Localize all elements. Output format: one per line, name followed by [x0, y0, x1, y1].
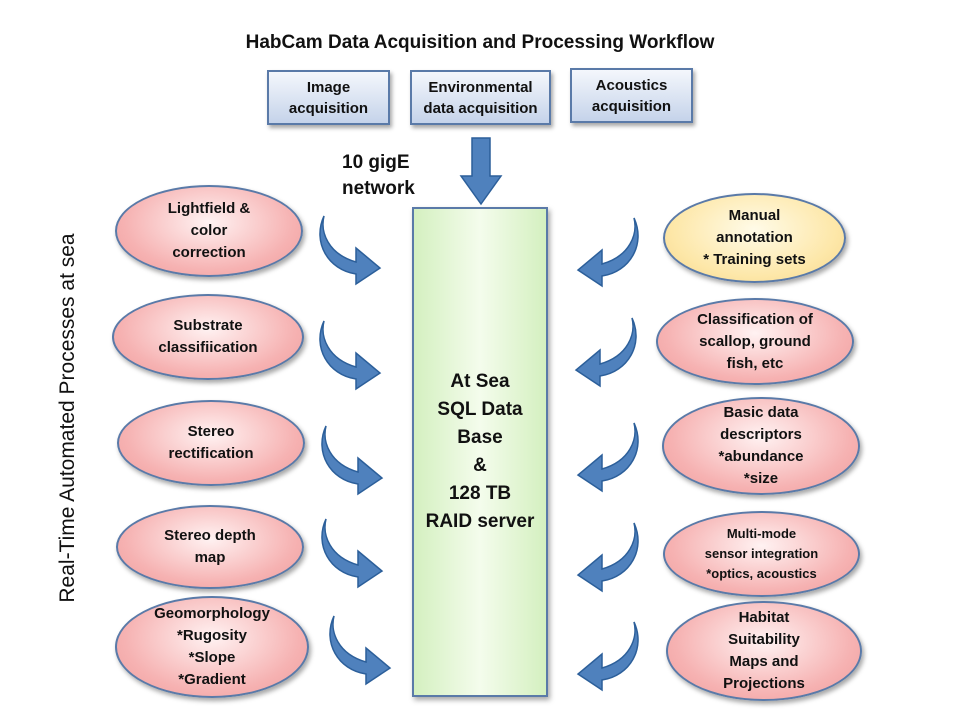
side-label: Real-Time Automated Processes at sea — [56, 233, 79, 603]
curved-arrow-left-icon — [572, 310, 638, 388]
database-line: Base — [457, 427, 503, 448]
oval-line: *abundance — [718, 448, 804, 465]
left-process-oval: Stereo depth map — [116, 505, 304, 589]
image-acquisition-line2: acquisition — [288, 99, 369, 117]
oval-line: Stereo — [187, 423, 235, 440]
oval-line: Stereo depth — [164, 527, 256, 544]
acoustics-acquisition-box: Acoustics acquisition — [570, 68, 693, 123]
oval-line: classifiication — [158, 339, 258, 356]
oval-line: Maps and — [729, 653, 799, 670]
oval-line: *Slope — [188, 649, 236, 666]
central-database: At Sea SQL Data Base & 128 TB RAID serve… — [412, 207, 548, 697]
network-label: 10 gigE network — [342, 150, 415, 202]
network-label-line1: 10 gigE — [342, 152, 410, 173]
network-label-line2: network — [342, 178, 415, 199]
database-line: & — [473, 455, 487, 476]
environmental-acquisition-line2: data acquisition — [423, 99, 538, 117]
oval-line: Suitability — [728, 631, 800, 648]
oval-line: map — [194, 549, 226, 566]
right-process-oval: Basic data descriptors *abundance *size — [662, 397, 860, 495]
curved-arrow-left-icon — [574, 210, 640, 288]
diagram-title: HabCam Data Acquisition and Processing W… — [245, 32, 715, 53]
curved-arrow-right-icon — [320, 418, 386, 496]
oval-line: Habitat — [738, 609, 790, 626]
oval-line: Projections — [723, 675, 805, 692]
curved-arrow-left-icon — [574, 614, 640, 692]
oval-line: Basic data — [723, 404, 799, 421]
curved-arrow-left-icon — [574, 415, 640, 493]
curved-arrow-right-icon — [328, 608, 394, 686]
down-arrow-icon — [459, 137, 503, 206]
database-line: RAID server — [425, 511, 535, 532]
oval-line: color — [190, 222, 228, 239]
right-process-oval: Classification of scallop, ground fish, … — [656, 298, 854, 385]
image-acquisition-line1: Image — [306, 78, 351, 96]
database-line: 128 TB — [448, 483, 512, 504]
environmental-acquisition-line1: Environmental — [428, 78, 533, 96]
acoustics-acquisition-line1: Acoustics — [595, 76, 668, 94]
oval-line: descriptors — [720, 426, 802, 443]
left-process-oval: Geomorphology *Rugosity *Slope *Gradient — [115, 596, 309, 698]
database-line: At Sea — [450, 371, 510, 392]
oval-line: Multi-mode — [726, 526, 797, 541]
database-line: SQL Data — [437, 399, 523, 420]
oval-line: Manual — [728, 207, 781, 224]
oval-line: scallop, ground — [699, 332, 811, 350]
curved-arrow-right-icon — [318, 208, 384, 286]
right-process-oval: Habitat Suitability Maps and Projections — [666, 601, 862, 701]
curved-arrow-right-icon — [320, 511, 386, 589]
environmental-acquisition-box: Environmental data acquisition — [410, 70, 551, 125]
oval-line: *optics, acoustics — [706, 566, 817, 581]
left-process-oval: Stereo rectification — [117, 400, 305, 486]
oval-line: Lightfield & — [167, 200, 251, 217]
left-process-oval: Lightfield & color correction — [115, 185, 303, 277]
oval-line: *Rugosity — [176, 627, 247, 644]
acoustics-acquisition-line2: acquisition — [591, 97, 672, 115]
oval-line: fish, etc — [726, 354, 784, 372]
oval-line: correction — [172, 244, 246, 261]
oval-line: *Gradient — [178, 671, 246, 688]
oval-line: rectification — [168, 445, 254, 462]
right-process-oval: Manual annotation * Training sets — [663, 193, 846, 283]
right-process-oval: Multi-mode sensor integration *optics, a… — [663, 511, 860, 597]
curved-arrow-left-icon — [574, 515, 640, 593]
oval-line: sensor integration — [704, 546, 819, 561]
curved-arrow-right-icon — [318, 313, 384, 391]
oval-line: annotation — [716, 229, 793, 246]
oval-line: * Training sets — [703, 251, 806, 268]
oval-line: Substrate — [173, 317, 243, 334]
oval-line: Geomorphology — [154, 605, 270, 622]
left-process-oval: Substrate classifiication — [112, 294, 304, 380]
image-acquisition-box: Image acquisition — [267, 70, 390, 125]
oval-line: Classification of — [697, 310, 813, 328]
oval-line: *size — [743, 470, 779, 487]
